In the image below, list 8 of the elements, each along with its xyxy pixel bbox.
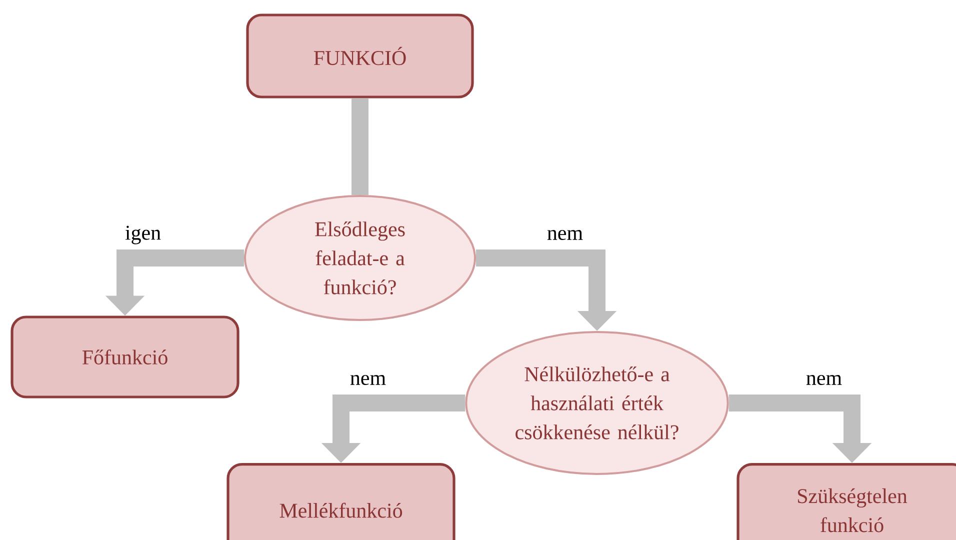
edge-label: igen	[124, 224, 162, 246]
edge-label: nem	[804, 374, 844, 386]
edge-label: nem	[546, 228, 584, 242]
edge-label: nem	[348, 374, 388, 386]
result-box: Szükségtelen funkció	[736, 463, 956, 540]
result-box: FUNKCIÓ	[246, 14, 474, 98]
result-box: Mellékfunkció	[226, 463, 456, 540]
result-box: Főfunkció	[10, 316, 240, 398]
